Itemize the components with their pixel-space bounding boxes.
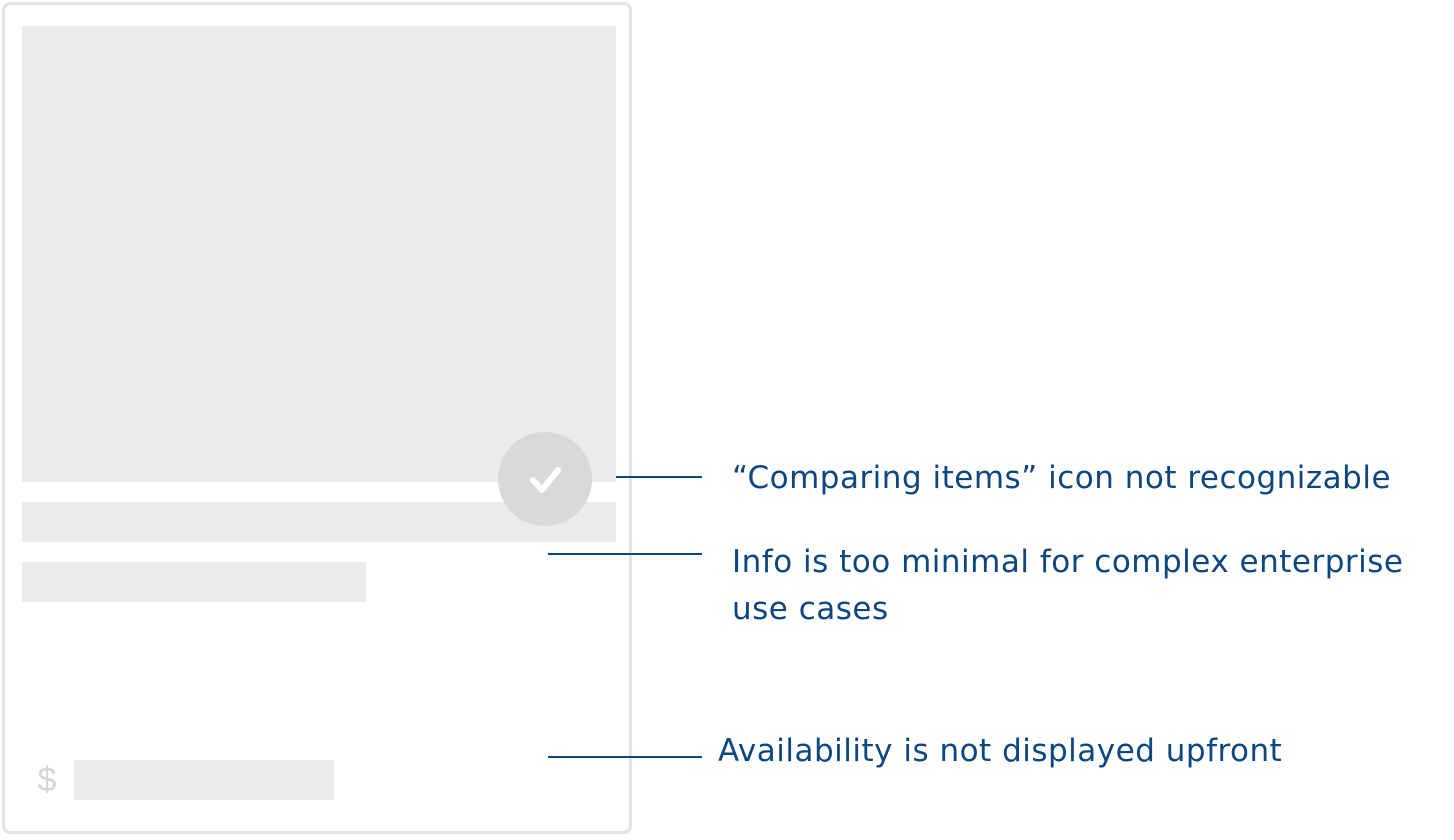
checkmark-icon [530,467,561,493]
annotation-leader-compare [616,476,702,478]
annotation-line: Info is too minimal for complex enterpri… [732,544,1404,580]
annotation-line: “Comparing items” icon not recognizable [732,460,1392,496]
currency-symbol: $ [37,761,57,799]
product-image-placeholder [22,26,616,482]
annotation-line: use cases [732,591,889,627]
annotation-leader-availability [548,756,702,758]
product-info-placeholder [22,562,366,602]
annotation-availability: Availability is not displayed upfront [718,728,1282,775]
price-placeholder [74,760,334,800]
annotation-compare-icon: “Comparing items” icon not recognizable [732,455,1391,502]
annotation-info-minimal: Info is too minimal for complex enterpri… [732,539,1403,633]
compare-button[interactable] [498,432,592,526]
annotation-leader-info [548,553,702,555]
annotation-line: Availability is not displayed upfront [718,733,1283,769]
